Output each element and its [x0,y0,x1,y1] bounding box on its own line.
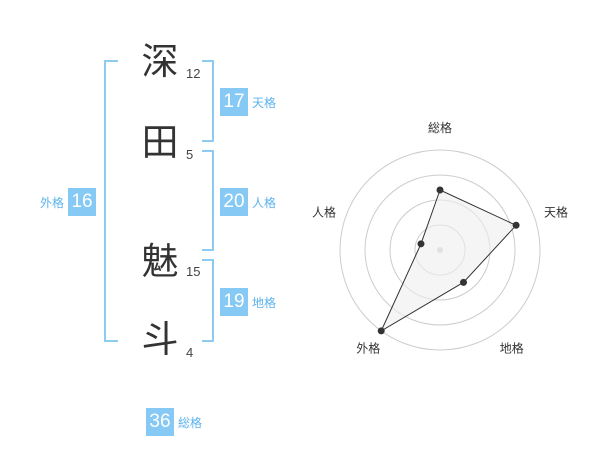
radar-axis-label: 外格 [356,341,380,356]
name-char-3: 魅 [141,240,179,283]
gaikaku-box: 外格 16 [40,188,97,216]
gaikaku-label: 外格 [40,195,65,210]
tenkaku-value: 17 [220,88,248,116]
stroke-count-4: 4 [186,345,194,360]
tenkaku-bracket [202,60,214,142]
gaikaku-value: 16 [68,188,97,216]
radar-point-2 [512,221,520,229]
stroke-count-1: 12 [186,66,201,81]
stroke-count-3: 15 [186,264,201,279]
radar-axis-label: 人格 [312,204,336,219]
radar-axis-label: 地格 [500,341,524,356]
name-char-2: 田 [141,121,179,164]
soukaku-box: 36 総格 [146,408,202,436]
radar-point-3 [460,278,468,286]
radar-ring [364,174,516,326]
chikaku-label: 地格 [252,295,277,310]
radar-axis-label: 天格 [544,204,568,219]
radar-point-1 [436,186,444,194]
jinkaku-bracket [202,150,214,251]
radar-value-polygon [380,189,517,333]
chikaku-bracket [202,259,214,342]
tenkaku-label: 天格 [252,95,277,110]
soukaku-label: 総格 [178,415,203,430]
chikaku-value: 19 [220,288,248,316]
stroke-count-2: 5 [186,147,194,162]
jinkaku-label: 人格 [252,195,277,210]
chikaku-box: 19 地格 [220,288,276,316]
radar-axis-label: 総格 [428,120,452,135]
radar-point-5 [417,240,425,248]
radar-point-4 [377,327,385,335]
jinkaku-box: 20 人格 [220,188,276,216]
radar-ring [339,149,541,351]
soukaku-value: 36 [146,408,174,436]
jinkaku-value: 20 [220,188,248,216]
gaikaku-bracket [104,60,118,342]
name-char-4: 斗 [141,318,179,361]
name-char-1: 深 [141,40,179,83]
tenkaku-box: 17 天格 [220,88,276,116]
